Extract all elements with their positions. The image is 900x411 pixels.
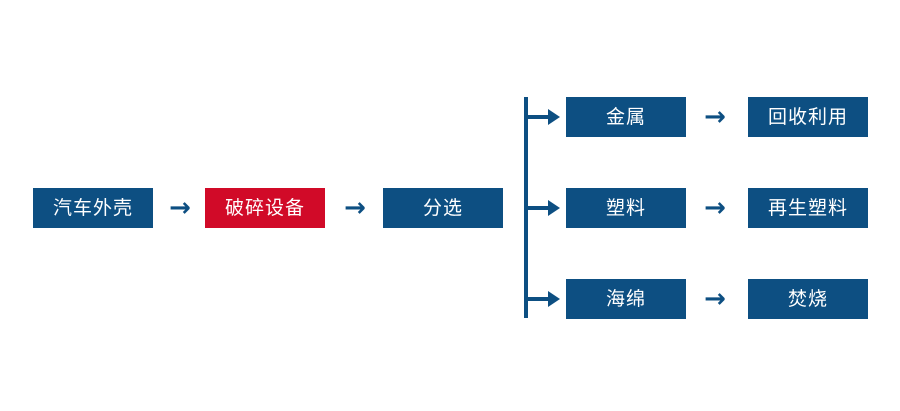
branch-arrow-head-icon-plastic — [548, 200, 560, 216]
node-plastic-material[interactable]: 塑料 — [566, 188, 686, 228]
node-metal-material[interactable]: 金属 — [566, 97, 686, 137]
node-crusher[interactable]: 破碎设备 — [205, 188, 325, 228]
branch-stub-sponge — [524, 297, 550, 301]
arrow-right-icon-metal-to-recycle: → — [704, 102, 726, 132]
arrow-right-icon-sponge-to-incineration: → — [704, 284, 726, 314]
branch-stub-plastic — [524, 206, 550, 210]
node-sponge-material[interactable]: 海绵 — [566, 279, 686, 319]
node-sorting[interactable]: 分选 — [383, 188, 503, 228]
node-car-shell[interactable]: 汽车外壳 — [33, 188, 153, 228]
arrow-right-icon-car-shell-to-crusher: → — [169, 193, 191, 223]
node-plastic-outcome[interactable]: 再生塑料 — [748, 188, 868, 228]
branch-arrow-head-icon-sponge — [548, 291, 560, 307]
arrow-right-icon-crusher-to-sorting: → — [344, 193, 366, 223]
branch-stub-metal — [524, 115, 550, 119]
node-metal-outcome[interactable]: 回收利用 — [748, 97, 868, 137]
node-sponge-outcome[interactable]: 焚烧 — [748, 279, 868, 319]
branch-arrow-head-icon-metal — [548, 109, 560, 125]
arrow-right-icon-plastic-to-regenerated: → — [704, 193, 726, 223]
